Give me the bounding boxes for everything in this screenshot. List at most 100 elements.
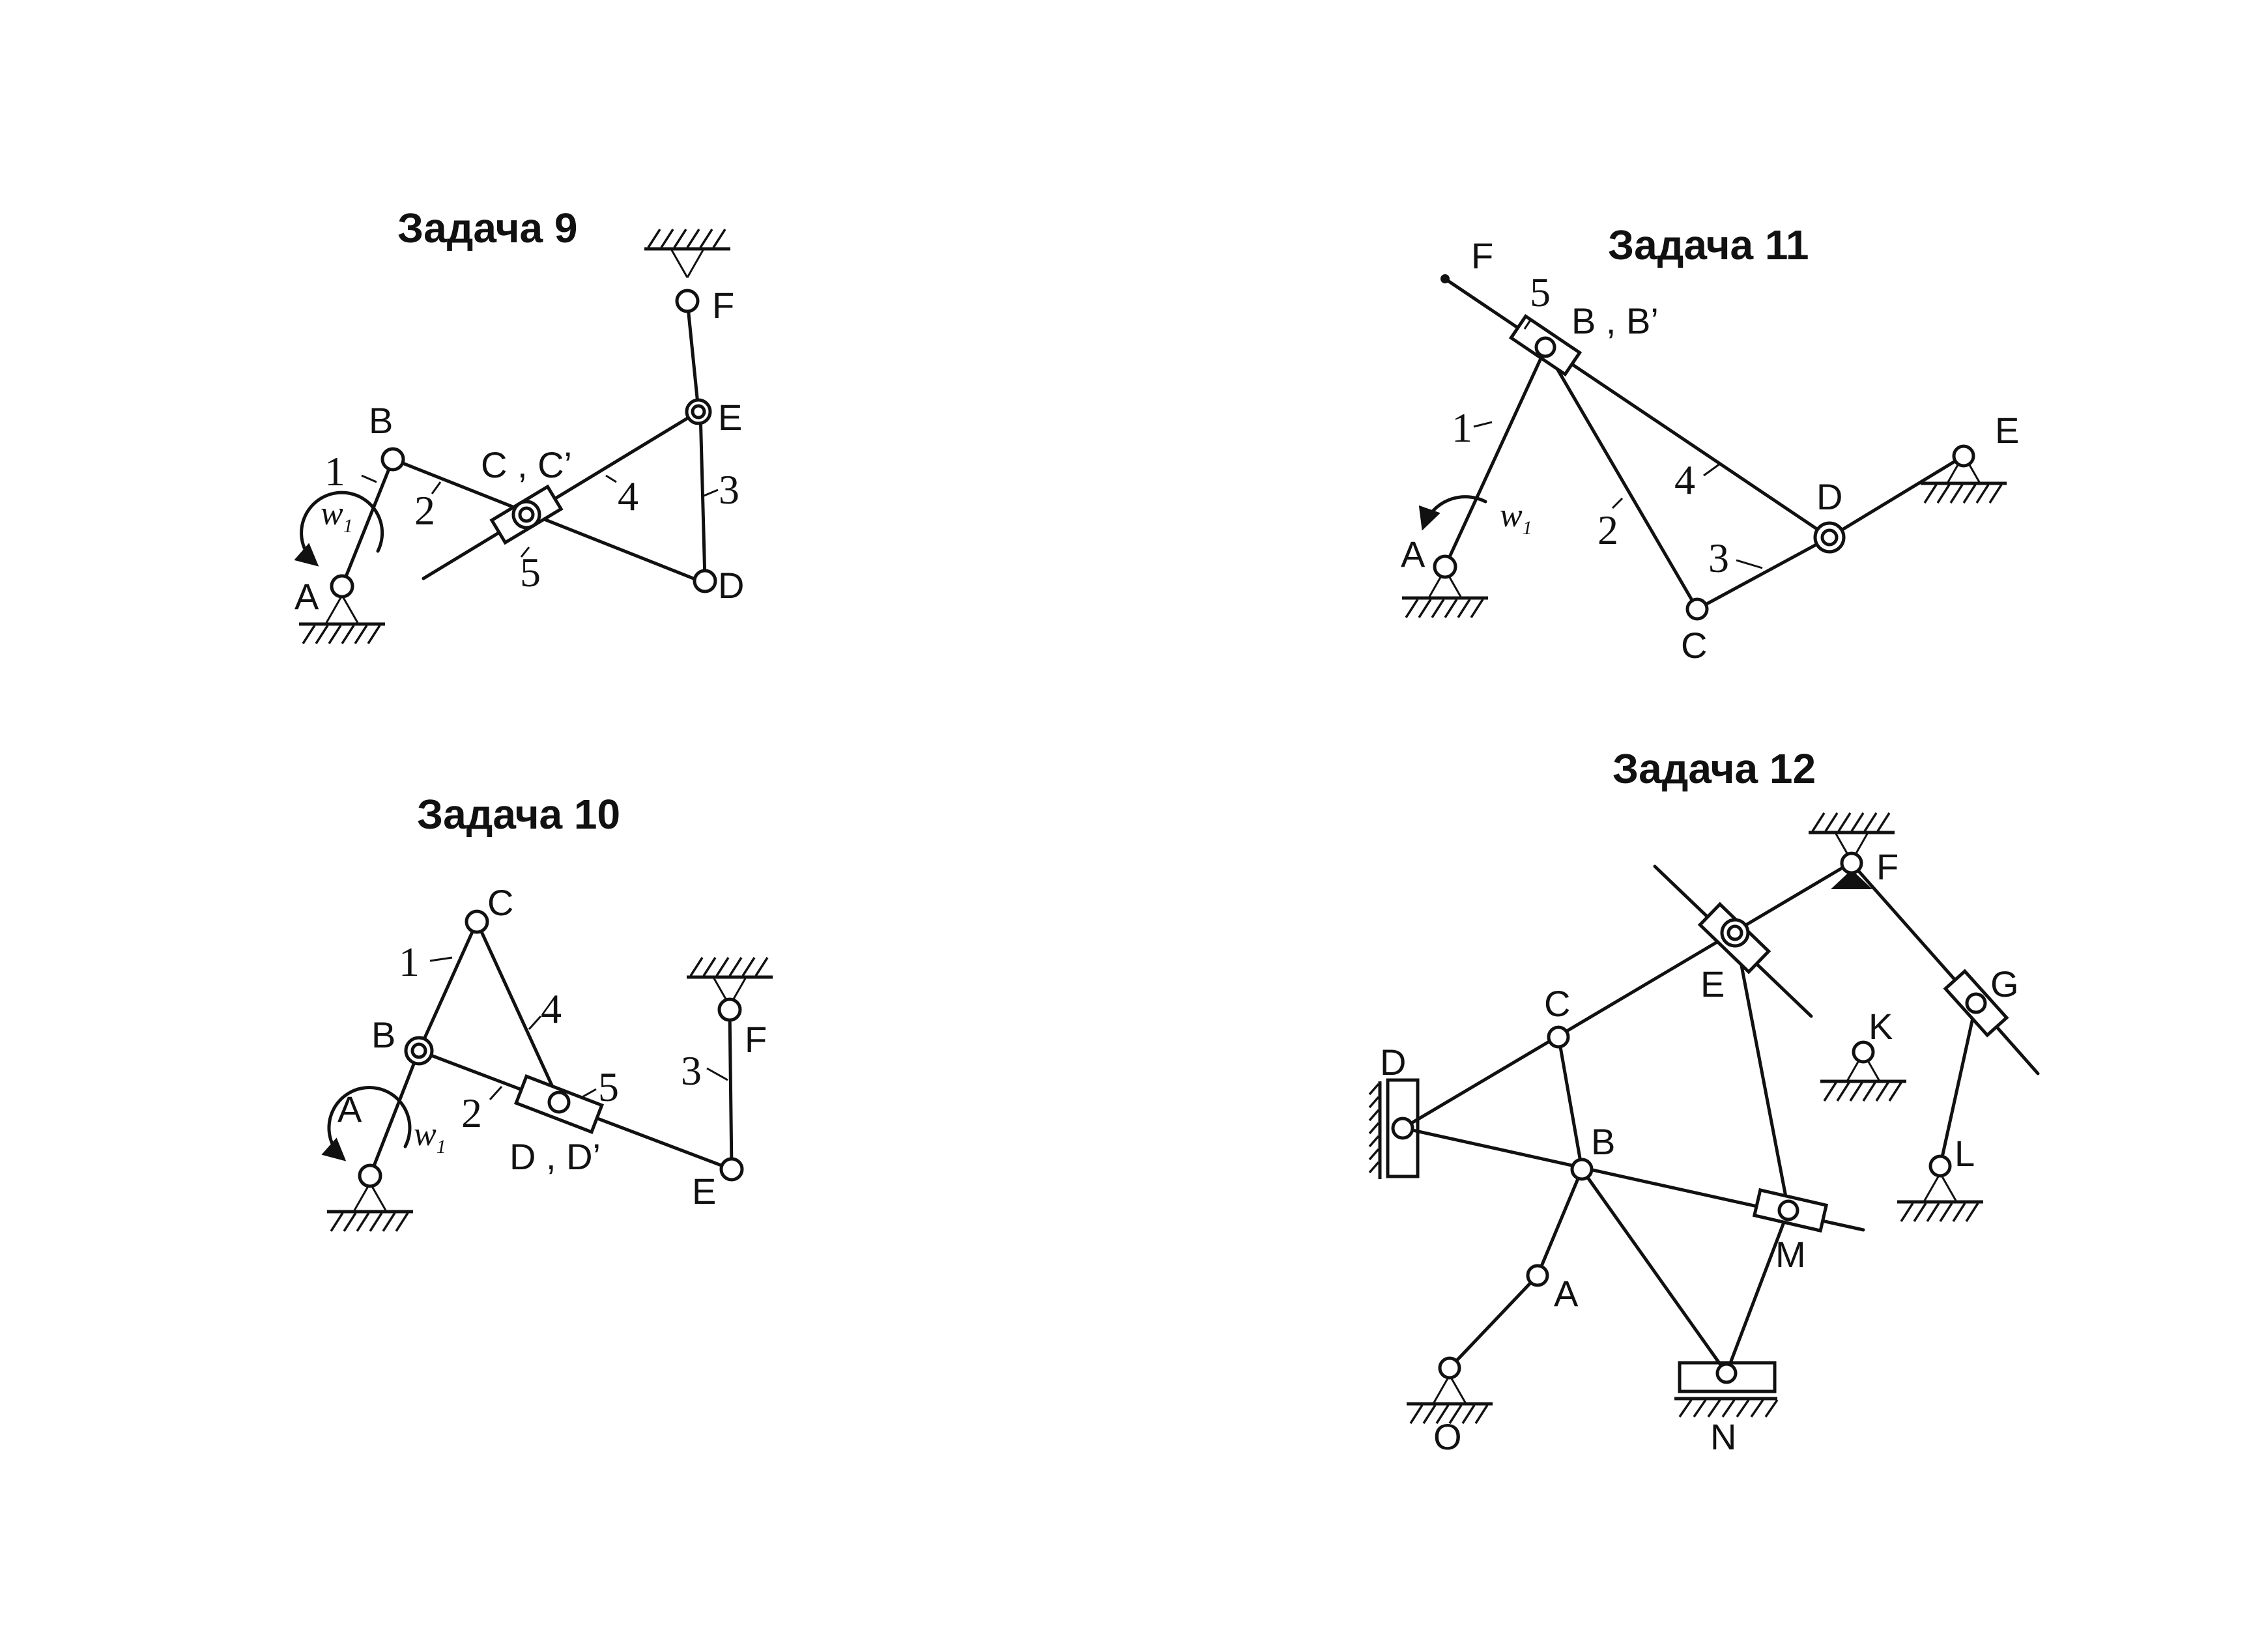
link-4-label: 4 bbox=[1674, 457, 1695, 503]
point-b-label: B , B’ bbox=[1571, 300, 1659, 341]
link-2-label: 2 bbox=[414, 487, 435, 534]
point-e-label: E bbox=[1700, 963, 1725, 1004]
joint-m bbox=[1777, 1199, 1799, 1221]
link-5-label: 5 bbox=[1530, 269, 1551, 315]
omega-arrow-9 bbox=[294, 491, 384, 567]
point-m-label: M bbox=[1775, 1234, 1806, 1275]
point-l-label: L bbox=[1955, 1133, 1975, 1174]
link-1-label: 1 bbox=[1452, 405, 1472, 451]
point-k-label: K bbox=[1869, 1006, 1893, 1047]
joint-g bbox=[1965, 992, 1987, 1014]
joint-e bbox=[1952, 444, 1975, 468]
omega-label-10: w1 bbox=[414, 1116, 446, 1158]
point-d-label: D , D’ bbox=[509, 1136, 601, 1177]
joint-o bbox=[1438, 1356, 1461, 1380]
link-5-label: 5 bbox=[520, 549, 541, 595]
problem-12: Задача 12 bbox=[1368, 745, 2040, 1457]
link-bn bbox=[1580, 1167, 1728, 1375]
joint-d bbox=[547, 1090, 571, 1114]
point-b-label: B bbox=[371, 1014, 395, 1055]
link-dcf bbox=[1401, 861, 1852, 1130]
problem-10-title: Задача 10 bbox=[417, 791, 620, 838]
link-ao bbox=[1448, 1274, 1540, 1370]
link-ef bbox=[685, 299, 700, 412]
link-de bbox=[1827, 454, 1966, 539]
link-cb bbox=[1556, 1034, 1584, 1171]
joint-b bbox=[380, 447, 405, 472]
link-2 bbox=[391, 457, 707, 585]
point-f-label: F bbox=[1876, 846, 1899, 887]
omega-label-11: w1 bbox=[1500, 497, 1532, 539]
link-gl bbox=[1938, 1001, 1978, 1168]
link-1-label: 1 bbox=[324, 448, 345, 494]
point-d-label: D bbox=[1816, 476, 1842, 517]
point-f-label: F bbox=[745, 1019, 767, 1060]
link-5-label: 5 bbox=[598, 1064, 619, 1110]
point-e-label: E bbox=[718, 397, 742, 438]
link-2-label: 2 bbox=[1598, 507, 1618, 553]
link-1 bbox=[340, 457, 395, 588]
omega-arrow-11 bbox=[1418, 495, 1487, 531]
joint-a bbox=[1526, 1264, 1549, 1287]
fixed-joint-f bbox=[1831, 870, 1872, 889]
link-4-guide bbox=[422, 408, 702, 580]
joint-d bbox=[693, 569, 717, 593]
joint-f bbox=[675, 289, 700, 313]
omega-label-9: w1 bbox=[321, 495, 353, 537]
joint-b bbox=[1570, 1158, 1594, 1181]
joint-a bbox=[330, 574, 354, 599]
point-a-label: A bbox=[294, 576, 319, 617]
ground-support-l bbox=[1897, 1173, 1983, 1221]
problem-12-title: Задача 12 bbox=[1612, 745, 1816, 792]
point-c-label: C bbox=[1544, 983, 1570, 1024]
link-1a bbox=[368, 1049, 421, 1178]
link-1-label: 1 bbox=[399, 939, 420, 985]
joint-b bbox=[1534, 336, 1556, 358]
link-3-label: 3 bbox=[719, 466, 739, 513]
joint-c bbox=[1685, 597, 1709, 621]
point-c-label: C bbox=[487, 882, 513, 923]
point-a-label: A bbox=[337, 1089, 362, 1130]
joint-a bbox=[358, 1163, 382, 1188]
joint-c bbox=[1547, 1025, 1570, 1049]
link-ba bbox=[1536, 1167, 1584, 1277]
point-d-label: D bbox=[1380, 1042, 1406, 1083]
point-f-label: F bbox=[712, 285, 734, 326]
point-g-label: G bbox=[1990, 963, 2019, 1004]
link-1 bbox=[1443, 347, 1547, 569]
link-3-label: 3 bbox=[681, 1047, 702, 1094]
point-a-label: A bbox=[1554, 1273, 1579, 1314]
link-nm bbox=[1725, 1208, 1790, 1375]
joint-d bbox=[1391, 1117, 1414, 1140]
problem-9: Задача 9 w1 A B C , C’ D E F 1 bbox=[294, 205, 744, 644]
guide-g bbox=[1850, 861, 2040, 1075]
joint-f bbox=[1840, 851, 1863, 875]
point-b-label: B bbox=[369, 400, 393, 441]
problem-11-title: Задача 11 bbox=[1608, 221, 1809, 268]
link-4-label: 4 bbox=[541, 986, 562, 1032]
link-1 bbox=[417, 920, 479, 1053]
point-e-label: E bbox=[692, 1171, 716, 1212]
link-4-label: 4 bbox=[618, 473, 638, 519]
point-e-label: E bbox=[1995, 410, 2019, 451]
link-em bbox=[1733, 930, 1790, 1212]
link-2 bbox=[1543, 347, 1699, 611]
point-f-label: F bbox=[1471, 235, 1493, 276]
point-n-label: N bbox=[1710, 1416, 1736, 1457]
link-3 bbox=[1695, 535, 1831, 611]
joint-l bbox=[1928, 1154, 1952, 1178]
point-c-label: C bbox=[1681, 625, 1707, 666]
point-c-label: C , C’ bbox=[481, 444, 572, 485]
point-b-label: B bbox=[1591, 1121, 1615, 1162]
point-a-label: A bbox=[1401, 534, 1426, 575]
joint-k bbox=[1852, 1040, 1875, 1064]
joint-c bbox=[465, 909, 489, 934]
point-f bbox=[1440, 274, 1450, 283]
ground-support-f bbox=[644, 229, 730, 278]
problem-9-title: Задача 9 bbox=[397, 205, 577, 251]
omega-arrow-10 bbox=[321, 1085, 412, 1161]
joint-n bbox=[1715, 1362, 1738, 1384]
link-3 bbox=[728, 1008, 734, 1171]
joint-a bbox=[1433, 554, 1457, 579]
